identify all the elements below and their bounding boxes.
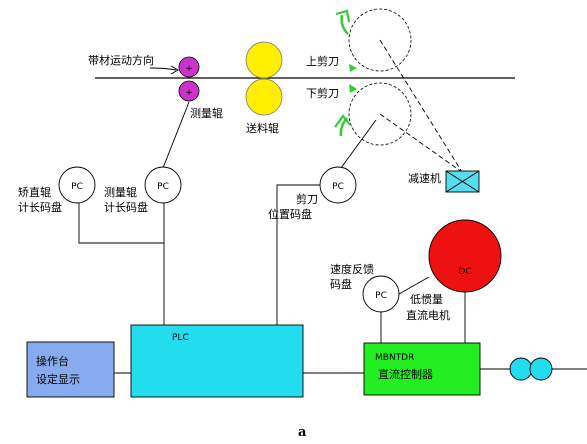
shear-encoder-label-1: 剪刀	[296, 192, 318, 206]
upper-blade-tip	[349, 64, 357, 72]
measure-encoder: PC	[144, 166, 182, 204]
speed-feedback-label-2: 码盘	[330, 277, 352, 291]
measure-encoder-link	[162, 101, 190, 169]
svg-text:PC: PC	[375, 291, 387, 301]
lower-blade-label: 下剪刀	[306, 86, 339, 100]
coupling-right	[529, 357, 553, 381]
controller-label-2: 直流控制器	[378, 367, 433, 381]
lower-blade-circle	[348, 82, 412, 146]
shear-encoder-label-2: 位置码盘	[268, 207, 312, 221]
direction-label: 带材运动方向	[88, 53, 154, 67]
rotation-arrow-icon	[334, 114, 351, 137]
console-label-2: 设定显示	[36, 372, 80, 386]
feed-roller-top	[245, 41, 283, 79]
svg-text:PC: PC	[71, 182, 83, 192]
motor-label-1: 低惯量	[410, 292, 443, 306]
lower-blade-tip	[349, 84, 357, 93]
svg-text:+: +	[185, 64, 193, 74]
wire-shear-plc	[276, 184, 320, 325]
measure-encoder-label-1: 测量辊	[104, 185, 137, 199]
measure-encoder-label-2: 计长码盘	[104, 200, 148, 214]
speed-feedback-encoder: PC	[362, 275, 400, 313]
svg-text:PC: PC	[332, 182, 344, 192]
measure-roller-top: +	[178, 56, 200, 78]
straightener-label-1: 矫直辊	[18, 185, 51, 199]
dc-motor	[428, 219, 502, 293]
upper-blade-label: 上剪刀	[306, 54, 339, 68]
svg-text:+: +	[185, 88, 193, 98]
straightener-label-2: 计长码盘	[18, 200, 62, 214]
speed-feedback-label-1: 速度反馈	[330, 262, 374, 276]
feed-roller-bottom	[245, 78, 283, 116]
right-arrow-icon	[149, 65, 180, 75]
encoder-motor-shaft	[398, 276, 430, 295]
coupling-left	[509, 357, 533, 381]
reducer-x-icon	[445, 170, 480, 193]
figure-caption: a	[298, 425, 307, 440]
rotation-arrow-icon	[335, 9, 351, 35]
plc-label: PLC	[172, 333, 189, 343]
reducer-label: 减速机	[408, 171, 441, 185]
plc-box	[130, 324, 304, 398]
motor-label-2: 直流电机	[406, 308, 450, 322]
dc-motor-label: DC	[458, 267, 471, 277]
controller-label-1: MBNTDR	[375, 353, 414, 363]
shear-encoder-link	[337, 119, 377, 173]
console-box	[26, 341, 115, 398]
blade-shaft-line	[379, 39, 463, 173]
svg-text:PC: PC	[157, 182, 169, 192]
feed-roller-label: 送料辊	[246, 121, 279, 135]
wire-straightener-plc	[78, 203, 164, 244]
blade-shaft-line	[379, 113, 463, 173]
controller-box	[363, 342, 481, 396]
upper-blade-circle	[348, 8, 412, 72]
straightener-encoder: PC	[58, 166, 96, 204]
console-label-1: 操作台	[36, 354, 69, 368]
shear-encoder: PC	[319, 166, 357, 204]
measure-roller-label: 测量辊	[190, 106, 223, 120]
measure-roller-bottom: +	[178, 80, 200, 102]
